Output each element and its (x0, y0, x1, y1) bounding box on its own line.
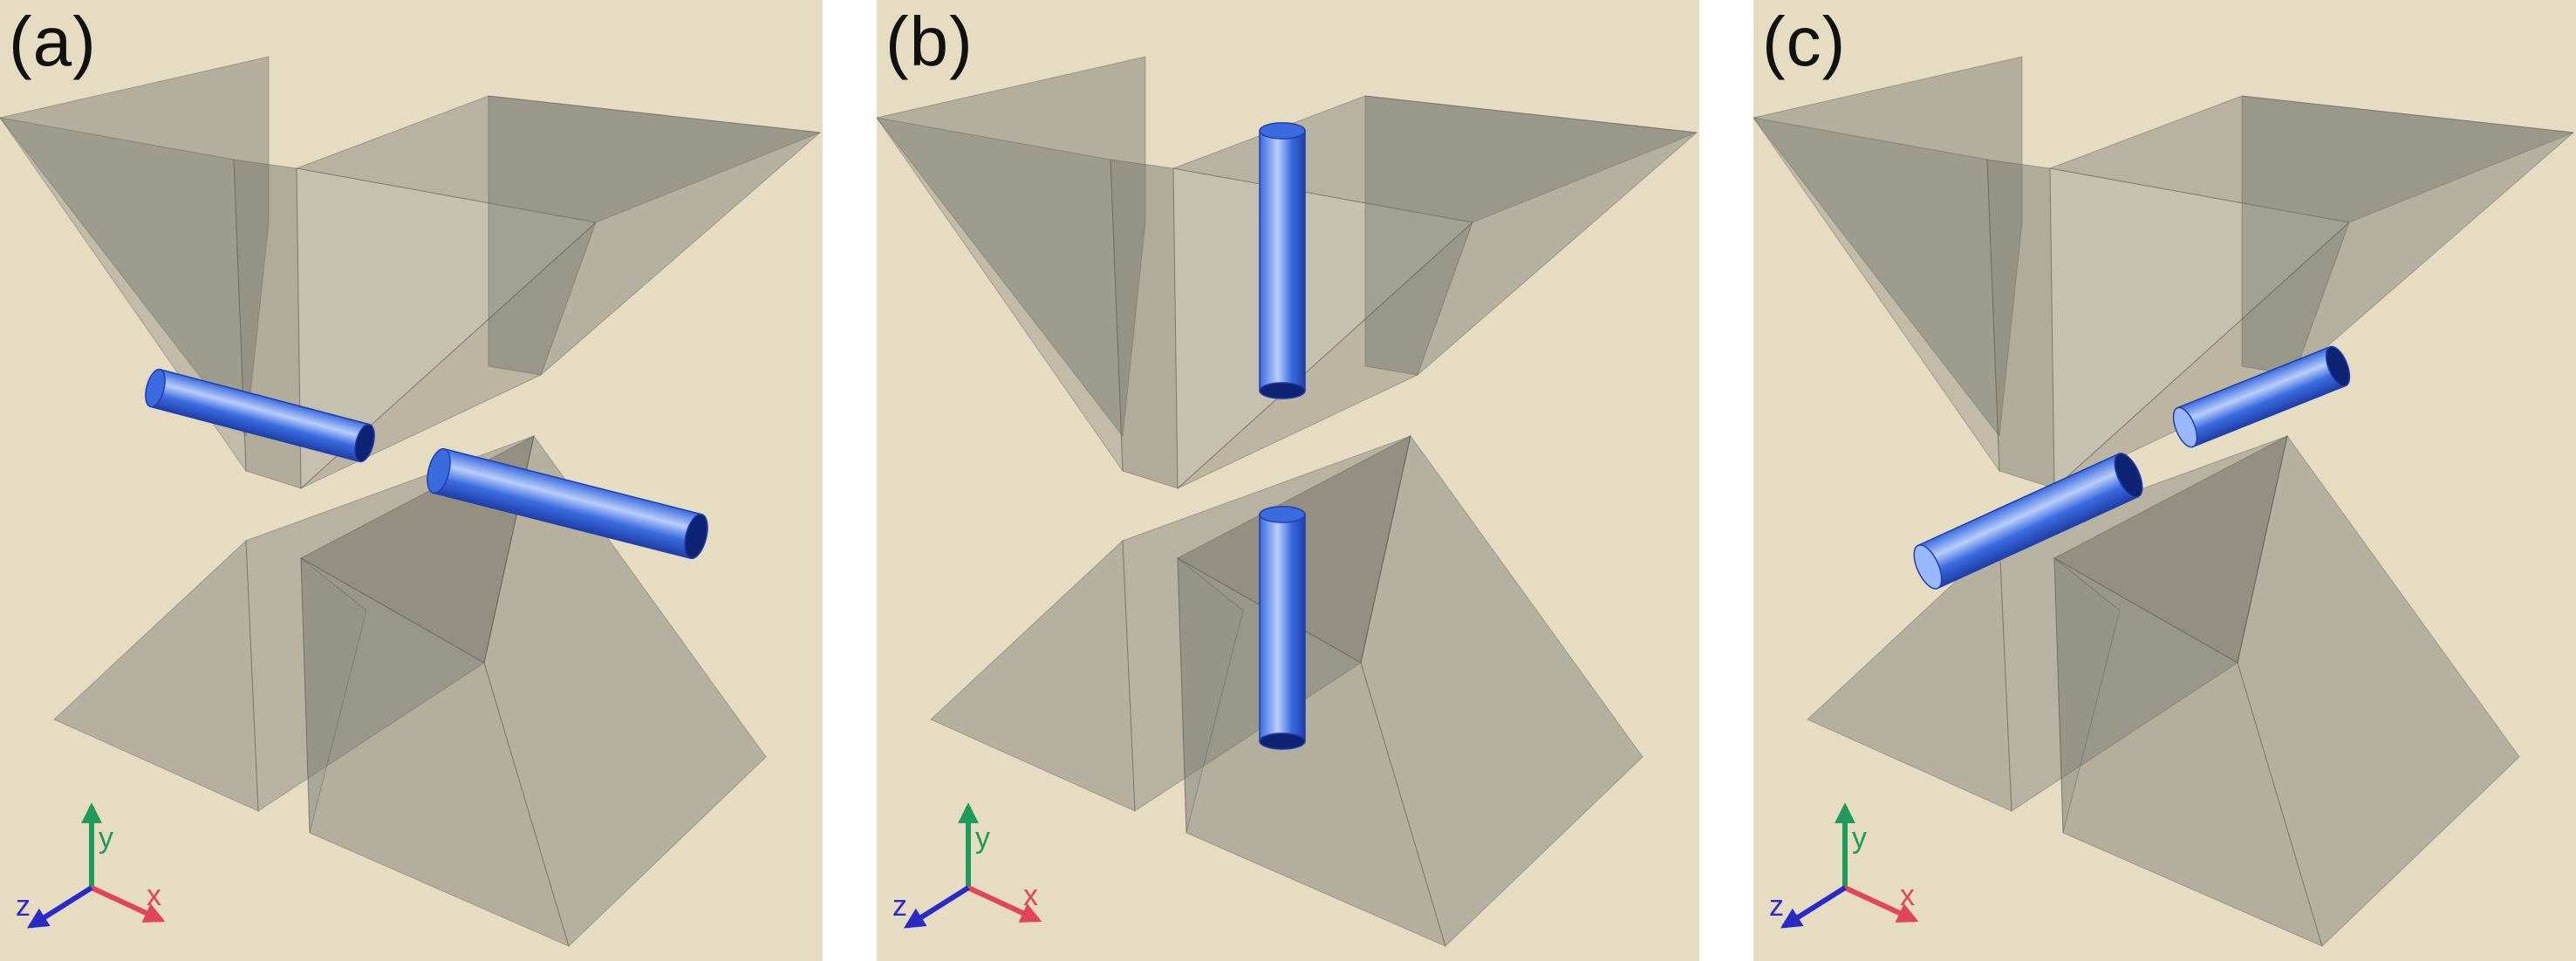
cylinder-rod-icon (427, 447, 708, 560)
panel-a: y x z (a) (0, 0, 823, 961)
prism-face (1807, 539, 2012, 812)
prism-face (296, 167, 598, 490)
rod-vertical-icon (1259, 122, 1306, 750)
prism-face (1172, 167, 1474, 490)
z-axis-label: z (892, 889, 907, 923)
axis-triad-icon: yx z (1769, 802, 1919, 929)
panel-background (0, 0, 823, 961)
prism-face (1360, 434, 1643, 947)
prism-face (0, 56, 270, 438)
prism-face (1110, 159, 1179, 489)
prism-face (53, 539, 259, 812)
upper-prism-icon (0, 56, 822, 490)
rod-diagonal-icon (1913, 345, 2351, 590)
cylinder-rod-icon (145, 368, 375, 463)
prism-face (930, 539, 1136, 812)
x-axis-label: x (147, 879, 161, 912)
z-axis-arrow-icon (903, 885, 970, 929)
z-axis-arrow-icon (1780, 885, 1847, 929)
y-axis-label: y (975, 821, 990, 855)
prism-face (1753, 117, 2000, 473)
prism-face (300, 222, 597, 489)
z-axis-label: z (1769, 889, 1784, 923)
axis-triad-icon: yx z (892, 802, 1042, 929)
prism-face (877, 117, 1124, 473)
prism-face (295, 95, 821, 223)
prism-face (1177, 222, 1473, 489)
z-axis-label: z (16, 889, 31, 923)
x-axis-arrow-icon (90, 885, 166, 923)
x-axis-arrow-icon (1843, 885, 1919, 923)
panel-a-figure: y x z (0, 0, 823, 961)
prism-face (877, 56, 1146, 438)
prism-face (1177, 556, 1244, 834)
prism-face (300, 556, 367, 834)
panel-label: (c) (1762, 3, 1847, 80)
prism-face (2053, 557, 2323, 947)
prism-face (2237, 434, 2520, 947)
prism-face (2053, 222, 2350, 489)
prism-face (1753, 56, 2023, 438)
cylinder-rod-icon (1259, 506, 1306, 750)
prism-face (488, 95, 822, 376)
panel-b-figure: yx z (877, 0, 1699, 961)
cylinder-rod-icon (1913, 453, 2143, 590)
prism-face (2053, 556, 2121, 834)
lower-prism-icon (1807, 434, 2520, 947)
x-axis-label: x (1900, 879, 1915, 912)
panel-background (1753, 0, 2576, 961)
x-axis-arrow-icon (967, 885, 1042, 923)
upper-prism-icon (1753, 56, 2575, 490)
prism-face (1999, 435, 2288, 812)
y-axis-label: y (99, 821, 113, 855)
cylinder-rod-icon (2172, 345, 2351, 448)
lower-prism-icon (930, 434, 1643, 947)
panel-label: (b) (885, 3, 974, 80)
rod-left-icon (145, 368, 708, 560)
prism-face (1364, 95, 1698, 376)
panel-label: (a) (9, 3, 97, 80)
y-axis-label: y (1852, 821, 1867, 855)
prism-face (300, 557, 570, 947)
prism-face (483, 434, 767, 947)
axis-triad-icon: y x z (16, 802, 166, 929)
cylinder-rod-icon (1259, 122, 1306, 399)
x-axis-label: x (1023, 879, 1038, 912)
z-axis-arrow-icon (26, 885, 93, 929)
prism-face (2049, 167, 2351, 490)
panel-c-figure: yx z (1753, 0, 2576, 961)
prism-face (2053, 435, 2288, 664)
prism-face (2048, 95, 2574, 223)
